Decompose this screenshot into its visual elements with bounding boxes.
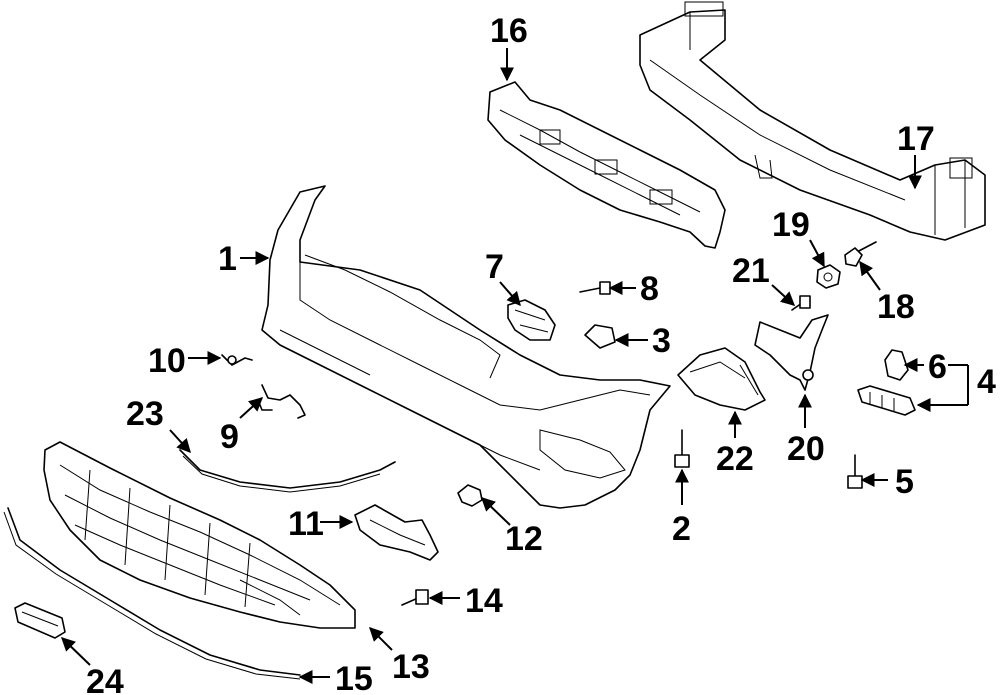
fog-cover-24 [14, 602, 66, 639]
screw-8 [579, 281, 611, 295]
bumper-cover [261, 185, 671, 509]
bumper-reinforcement [639, 1, 986, 241]
callout-16: 16 [490, 12, 528, 50]
callout-23: 23 [126, 395, 164, 433]
bolt-18 [844, 241, 877, 267]
callout-10: 10 [148, 342, 186, 380]
bracket-20 [754, 314, 829, 391]
callout-9: 9 [220, 418, 239, 456]
clip-3 [584, 324, 616, 349]
callout-21: 21 [732, 252, 770, 290]
bracket-9 [257, 384, 306, 419]
callout-15: 15 [335, 660, 373, 695]
screw-21 [791, 295, 811, 311]
callout-19: 19 [772, 206, 810, 244]
callout-2: 2 [672, 510, 691, 548]
lower-strip-15 [3, 507, 301, 680]
nut-19 [816, 264, 841, 289]
callout-13: 13 [392, 648, 430, 686]
screw-14 [401, 589, 429, 606]
callout-6: 6 [928, 348, 947, 386]
callout-1: 1 [218, 240, 237, 278]
bracket-11 [354, 504, 439, 561]
callout-8: 8 [640, 270, 659, 308]
fastener-12 [457, 484, 483, 507]
callout-4: 4 [977, 363, 996, 401]
callout-18: 18 [877, 288, 915, 326]
callout-14: 14 [465, 582, 503, 620]
callout-17: 17 [897, 120, 935, 158]
bolt-2 [674, 429, 690, 468]
callout-7: 7 [485, 248, 504, 286]
energy-absorber [487, 81, 726, 249]
bolt-5 [847, 454, 863, 489]
callout-5: 5 [895, 463, 914, 501]
retainer-4 [857, 385, 916, 416]
callout-labels: 16 17 1 7 8 3 10 23 9 11 12 14 13 15 24 … [86, 12, 996, 695]
lower-grille [43, 441, 356, 629]
callout-22: 22 [716, 440, 754, 478]
bracket-7 [507, 299, 556, 341]
clip-6 [884, 349, 909, 381]
bracket-22 [677, 347, 766, 411]
callout-24: 24 [86, 663, 124, 695]
callout-3: 3 [652, 322, 671, 360]
callout-12: 12 [505, 520, 543, 558]
bracket-10 [221, 354, 253, 366]
callout-11: 11 [288, 505, 324, 543]
callout-20: 20 [787, 430, 825, 468]
molding-strip-23 [179, 449, 396, 493]
leaders [60, 48, 969, 684]
